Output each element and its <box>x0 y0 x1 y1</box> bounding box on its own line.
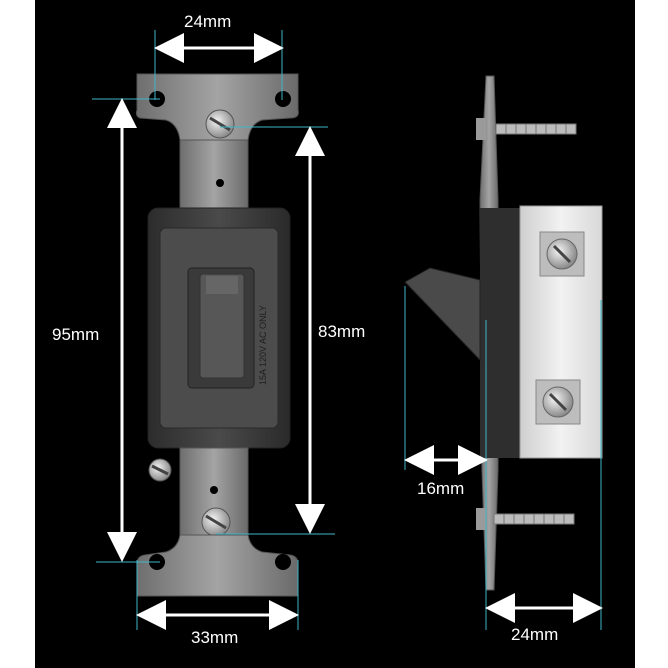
rating-text: 15A 120V AC ONLY <box>258 305 268 385</box>
dimension-total-height-label: 95mm <box>52 325 100 344</box>
bottom-terminal-screw-icon <box>201 507 231 537</box>
side-terminal-upper-icon <box>539 231 585 277</box>
top-terminal-screw-icon <box>205 109 235 139</box>
dimension-toggle-depth-label: 16mm <box>417 479 465 498</box>
side-top-screw-icon <box>476 118 577 140</box>
dimension-arrows <box>107 33 603 630</box>
toggle-lever <box>199 273 245 379</box>
ground-screw-icon <box>148 458 172 482</box>
dimension-body-depth-label: 24mm <box>511 625 559 644</box>
side-toggle-lever <box>404 267 481 362</box>
side-view-switch <box>404 75 603 591</box>
guide-lines <box>92 30 602 630</box>
bottom-right-mount-hole <box>275 554 291 570</box>
side-bottom-screw-icon <box>476 508 575 530</box>
side-terminal-lower-icon <box>535 379 581 425</box>
dimension-screw-height-label: 83mm <box>318 322 366 341</box>
dimension-top-width-label: 24mm <box>184 12 232 31</box>
side-black-body <box>480 208 522 458</box>
dimension-bottom-width-label: 33mm <box>191 628 239 647</box>
top-right-mount-hole <box>275 91 291 107</box>
front-view-switch <box>135 73 299 597</box>
upper-strap <box>179 139 249 211</box>
